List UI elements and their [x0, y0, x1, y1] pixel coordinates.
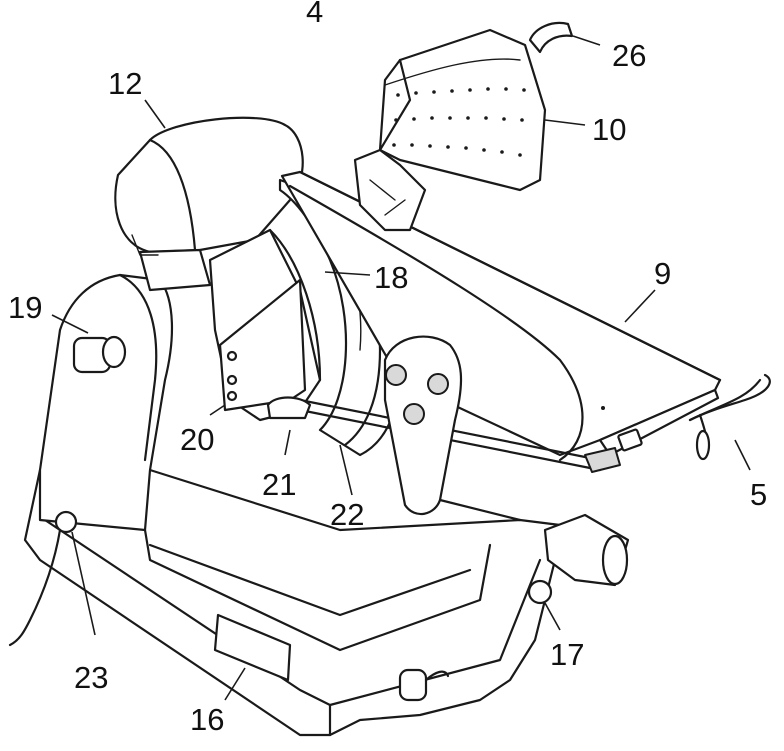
thickness-knob [527, 513, 630, 605]
pusher-dots [392, 87, 526, 157]
label-18: 18 [374, 260, 408, 295]
label-16: 16 [190, 702, 224, 737]
part-labels: 4 26 12 10 9 18 19 20 21 22 5 23 17 16 [8, 0, 767, 737]
label-19: 19 [8, 290, 42, 325]
label-20: 20 [180, 422, 214, 457]
foot-knob [398, 668, 450, 702]
nameplate-16 [213, 613, 292, 682]
label-17: 17 [550, 637, 584, 672]
motor-12 [114, 116, 304, 292]
label-21: 21 [262, 467, 296, 502]
handle-5 [688, 373, 771, 461]
food-pusher-10 [353, 21, 574, 232]
power-cord-23 [8, 510, 78, 647]
sharpener-20 [218, 278, 312, 420]
base-frame [23, 463, 562, 737]
label-23: 23 [74, 660, 108, 695]
label-22: 22 [330, 497, 364, 532]
label-5: 5 [750, 477, 767, 512]
label-9: 9 [654, 256, 671, 291]
leader-lines [51, 35, 751, 701]
label-26: 26 [612, 38, 646, 73]
cover-arm [383, 335, 522, 522]
label-10: 10 [592, 112, 626, 147]
label-12: 12 [108, 66, 142, 101]
knob-19 [72, 335, 127, 374]
label-4: 4 [306, 0, 323, 29]
